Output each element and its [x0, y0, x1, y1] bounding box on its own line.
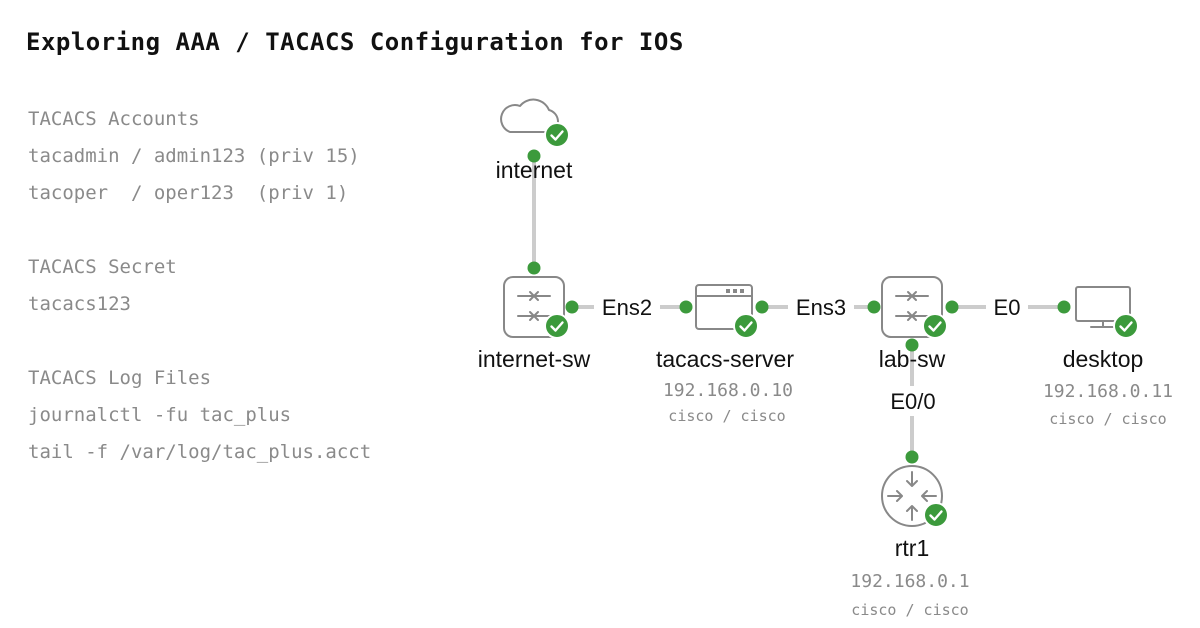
node-lab-sw[interactable]: lab-sw: [879, 276, 949, 372]
node-internet[interactable]: internet: [496, 98, 573, 183]
account-tacadmin: tacadmin / admin123 (priv 15): [28, 145, 360, 167]
interface-dot: [945, 300, 959, 314]
link-label-ens2: Ens2: [602, 295, 652, 320]
interface-dot: [905, 450, 919, 464]
interface-dot: [867, 300, 881, 314]
link-label-e0: E0: [994, 295, 1021, 320]
interface-dot: [527, 149, 541, 163]
notes-panel: TACACS Accounts tacadmin / admin123 (pri…: [28, 104, 371, 474]
status-ok-icon: [1112, 312, 1140, 340]
credentials-rtr1: cisco / cisco: [851, 601, 968, 619]
node-tacacs-server[interactable]: tacacs-server 192.168.0.10 cisco / cisco: [656, 284, 794, 425]
node-label-desktop: desktop: [1063, 346, 1144, 372]
status-ok-icon: [732, 312, 760, 340]
credentials-desktop: cisco / cisco: [1049, 410, 1166, 428]
link-label-ens3: Ens3: [796, 295, 846, 320]
status-ok-icon: [543, 121, 571, 149]
cloud-icon: [500, 98, 559, 133]
credentials-tacacs-server: cisco / cisco: [668, 407, 785, 425]
interface-dot: [679, 300, 693, 314]
node-internet-sw[interactable]: internet-sw: [478, 276, 591, 372]
secret-heading: TACACS Secret: [28, 256, 177, 278]
status-ok-icon: [922, 501, 950, 529]
status-ok-icon: [543, 312, 571, 340]
log-command-journalctl: journalctl -fu tac_plus: [28, 404, 292, 426]
secret-value: tacacs123: [28, 293, 131, 315]
account-tacoper: tacoper / oper123 (priv 1): [28, 182, 349, 204]
interface-dot: [905, 338, 919, 352]
node-desktop[interactable]: desktop 192.168.0.11 cisco / cisco: [1043, 286, 1173, 428]
interface-dot: [527, 261, 541, 275]
status-ok-icon: [921, 312, 949, 340]
ip-address-desktop: 192.168.0.11: [1043, 381, 1173, 402]
accounts-heading: TACACS Accounts: [28, 108, 200, 130]
node-label-tacacs-server: tacacs-server: [656, 346, 794, 372]
logs-heading: TACACS Log Files: [28, 367, 212, 389]
interface-dot: [565, 300, 579, 314]
interface-dot: [755, 300, 769, 314]
page-title: Exploring AAA / TACACS Configuration for…: [26, 28, 684, 56]
link-label-e0-0: E0/0: [890, 389, 935, 414]
ip-address-tacacs-server: 192.168.0.10: [663, 380, 793, 401]
monitor-icon: [1075, 286, 1131, 328]
ip-address-rtr1: 192.168.0.1: [850, 571, 969, 592]
node-label-rtr1: rtr1: [895, 535, 930, 561]
node-label-internet-sw: internet-sw: [478, 346, 591, 372]
node-rtr1[interactable]: rtr1 192.168.0.1 cisco / cisco: [850, 465, 970, 619]
log-command-tail: tail -f /var/log/tac_plus.acct: [28, 441, 372, 463]
interface-dot: [1057, 300, 1071, 314]
